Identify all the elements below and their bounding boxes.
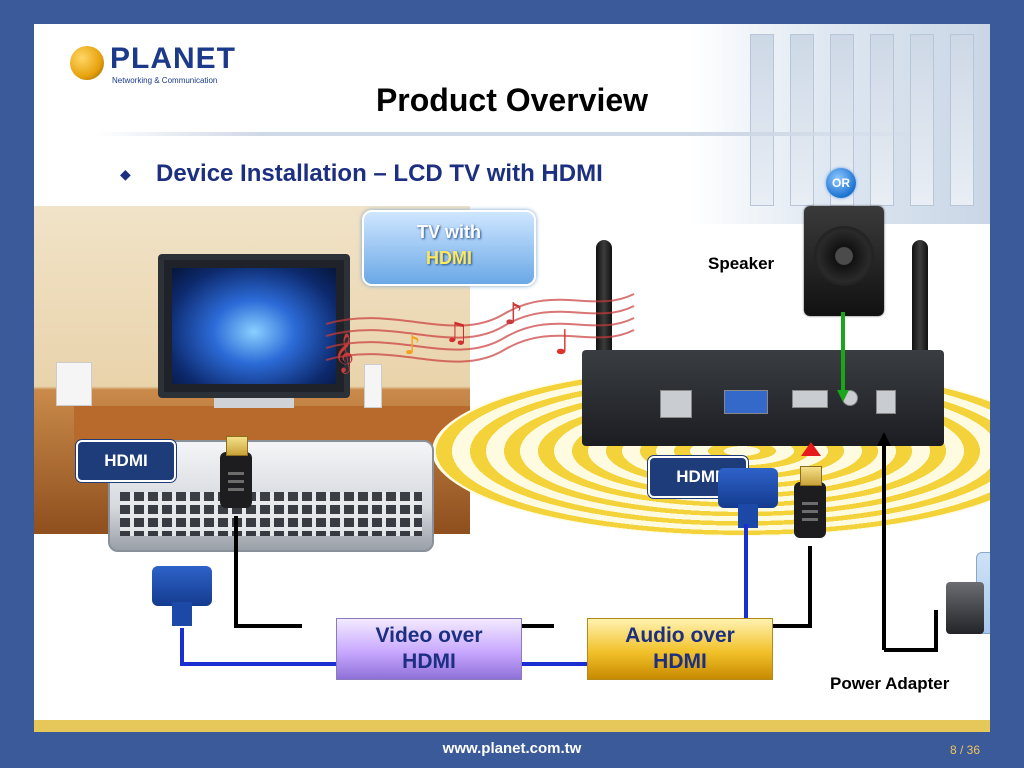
video-over-hdmi-box: Video over HDMI xyxy=(336,618,522,680)
planet-globe-icon xyxy=(70,46,104,80)
music-staff-line xyxy=(325,305,635,339)
power-adapter-label: Power Adapter xyxy=(830,674,950,693)
server-rack-image xyxy=(910,34,934,206)
vga-connector-icon xyxy=(152,566,212,626)
music-staff-line xyxy=(325,317,635,351)
server-rack-image xyxy=(790,34,814,206)
antenna-icon xyxy=(596,240,612,380)
connector-grip-line xyxy=(228,488,244,491)
power-cable-arrowhead xyxy=(877,432,891,446)
audio-over-hdmi-box: Audio over HDMI xyxy=(587,618,773,680)
callout-line2: HDMI xyxy=(426,248,472,268)
projector-grille xyxy=(120,492,422,536)
server-rack-image xyxy=(750,34,774,206)
hdmi-connector-tip xyxy=(226,436,248,456)
connector-grip-line xyxy=(228,472,244,475)
left-speaker-stand xyxy=(56,362,92,406)
power-cable-to-outlet xyxy=(884,610,938,652)
music-note-icon: ♫ xyxy=(444,316,469,349)
speaker-cone xyxy=(814,226,874,286)
tv-screen xyxy=(172,268,336,384)
hdmi-connector-tip xyxy=(800,466,822,486)
tv-stand xyxy=(214,398,294,408)
vga-connector-icon xyxy=(718,468,778,528)
video-box-line2: HDMI xyxy=(402,650,456,673)
page-title: Product Overview xyxy=(375,82,649,118)
music-note-icon: ♪ xyxy=(504,297,523,332)
music-note-icon: ♪ xyxy=(404,331,421,361)
audio-box-line1: Audio over xyxy=(625,624,735,647)
section-subtitle: Device Installation – LCD TV with HDMI xyxy=(156,160,603,187)
hdmi-connector-icon xyxy=(220,436,252,508)
logo-name: PLANET xyxy=(110,42,236,75)
tv-callout: TV with HDMI xyxy=(362,210,536,286)
hdmi-indicator-arrow xyxy=(801,442,821,456)
video-box-line1: Video over xyxy=(375,624,483,647)
logo-tagline: Networking & Communication xyxy=(112,76,218,85)
server-rack-image xyxy=(870,34,894,206)
power-plug-icon xyxy=(946,582,984,634)
connector-grip-line xyxy=(228,480,244,483)
hdmi-cable-right xyxy=(728,546,812,628)
speaker-cable-arrowhead xyxy=(837,390,849,402)
connector-grip-line xyxy=(802,510,818,513)
music-staff-line xyxy=(325,329,635,363)
vga-connector-neck xyxy=(172,602,192,626)
slide: PLANET Networking & Communication Produc… xyxy=(34,24,990,728)
callout-line1: TV with xyxy=(417,222,481,242)
footer-url[interactable]: www.planet.com.tw xyxy=(442,740,582,757)
hdmi-tag-left: HDMI xyxy=(76,440,176,482)
speaker-icon xyxy=(804,206,884,316)
page-number: 8 / 36 xyxy=(950,743,981,757)
hdmi-cable-left xyxy=(234,516,302,628)
media-player-box xyxy=(582,350,944,446)
lcd-tv xyxy=(158,254,350,398)
connector-grip-line xyxy=(802,518,818,521)
or-badge-icon: OR xyxy=(826,168,856,198)
footer-band xyxy=(34,720,990,732)
vga-port xyxy=(724,390,768,414)
dc-port xyxy=(876,390,896,414)
bullet-diamond-icon: ◆ xyxy=(120,166,131,182)
music-note-icon: ♩ xyxy=(554,323,570,363)
antenna-icon xyxy=(912,240,928,380)
server-rack-image xyxy=(950,34,974,206)
lan-port xyxy=(660,390,692,418)
cable-diagram: 𝄞 ♪ ♫ ♪ ♩ xyxy=(180,293,938,666)
hdmi-port xyxy=(792,390,828,408)
hdmi-connector-icon xyxy=(794,466,826,538)
connector-grip-line xyxy=(802,502,818,505)
music-staff-line xyxy=(325,293,635,327)
vga-connector-neck xyxy=(738,504,758,528)
treble-clef-icon: 𝄞 xyxy=(334,333,354,374)
speaker-label: Speaker xyxy=(708,254,775,273)
audio-box-line2: HDMI xyxy=(653,650,707,673)
title-divider xyxy=(94,132,934,136)
right-speaker-stand xyxy=(364,364,382,408)
